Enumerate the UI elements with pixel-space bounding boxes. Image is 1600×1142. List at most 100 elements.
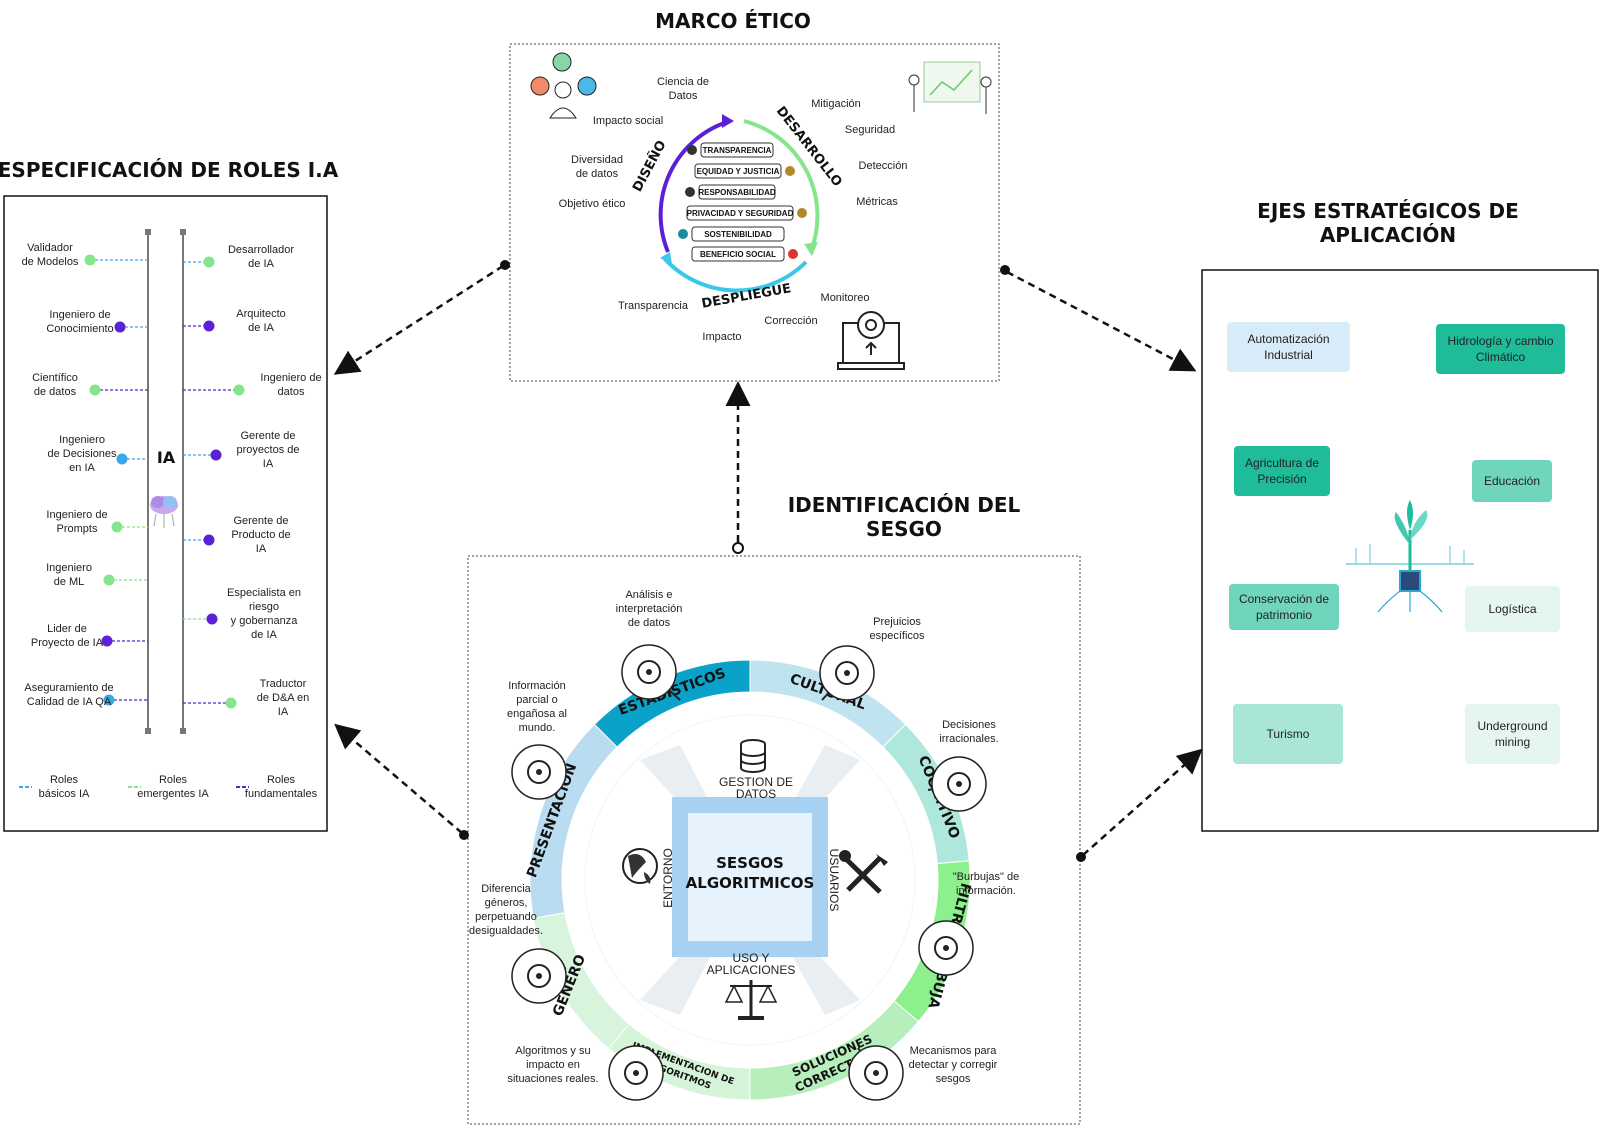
principle-label-0: TRANSPARENCIA: [703, 146, 772, 155]
principle-icon-0: [687, 145, 697, 155]
ethics-label-3: Objetivo ético: [559, 198, 626, 210]
inner-label-right: USUARIOS: [827, 849, 841, 912]
principle-label-2: RESPONSABILIDAD: [698, 188, 776, 197]
ethics-label-7: Métricas: [856, 196, 898, 208]
center-square: [672, 797, 828, 957]
cycle-arc-development: [743, 119, 820, 249]
strategy-box-1: [1436, 324, 1565, 374]
principle-label-4: SOSTENIBILIDAD: [704, 230, 772, 239]
role-right-0-dot: [203, 256, 215, 268]
role-right-1-dot: [203, 320, 215, 332]
principle-icon-1: [785, 166, 795, 176]
bias-title-line1: IDENTIFICACIÓN DEL: [788, 493, 1021, 517]
strategy-box-5: [1465, 586, 1560, 632]
role-right-4-dot: [203, 534, 215, 546]
principle-icon-4: [678, 229, 688, 239]
ethics-title: MARCO ÉTICO: [655, 9, 811, 33]
ethics-label-6: Detección: [859, 160, 908, 172]
brain-icon: [150, 496, 178, 528]
strategy-panel: [1201, 269, 1599, 832]
principle-label-3: PRIVACIDAD Y SEGURIDAD: [687, 209, 794, 218]
roles-center-label: IA: [157, 448, 176, 467]
role-right-6-dot: [225, 697, 237, 709]
bias-panel: [467, 555, 1081, 1125]
strategy-box-3: [1472, 460, 1552, 502]
principle-icon-3: [797, 208, 807, 218]
role-left-7-dot: [103, 694, 115, 706]
bias-outer-icons: [511, 644, 987, 1101]
persona-icon: [530, 52, 597, 119]
principle-pill-0: [700, 142, 774, 158]
cycle-arc-design: [658, 119, 731, 253]
ethics-label-9: Corrección: [764, 315, 817, 327]
role-left-2-dot: [89, 384, 101, 396]
roles-title: ESPECIFICACIÓN DE ROLES I.A: [0, 158, 339, 182]
globe-icon: [622, 848, 658, 884]
role-right-5-dot: [206, 613, 218, 625]
ethics-label-11: Transparencia: [618, 300, 689, 312]
role-right-3-dot: [210, 449, 222, 461]
principle-pill-2: [698, 184, 776, 200]
principle-label-5: BENEFICIO SOCIAL: [700, 250, 776, 259]
ethics-label-1: Impacto social: [593, 115, 663, 127]
ethics-label-4: Mitigación: [811, 98, 861, 110]
role-left-1-dot: [114, 321, 126, 333]
principle-pill-1: [694, 163, 782, 179]
plant-chip-icon: [1346, 500, 1474, 613]
role-left-5-dot: [103, 574, 115, 586]
principle-pill-3: [686, 205, 794, 221]
strategy-label-5: Logística: [1488, 602, 1536, 616]
principle-pill-5: [691, 246, 785, 262]
strategy-label-6: Turismo: [1267, 727, 1310, 741]
role-right-2-dot: [233, 384, 245, 396]
scale-icon: [724, 980, 778, 1020]
team-board-icon: [908, 61, 992, 114]
monitor-gear-icon: [837, 311, 905, 370]
role-left-6-dot: [101, 635, 113, 647]
principle-pill-4: [691, 226, 785, 242]
bias-title-line2: SESGO: [866, 517, 942, 541]
inner-label-left: ENTORNO: [661, 848, 675, 908]
strategy-label-3: Educación: [1484, 474, 1540, 488]
database-icon: [740, 739, 766, 773]
connectors: [333, 260, 1203, 862]
cycle-arc-deployment: [662, 256, 808, 293]
principle-icon-5: [788, 249, 798, 259]
